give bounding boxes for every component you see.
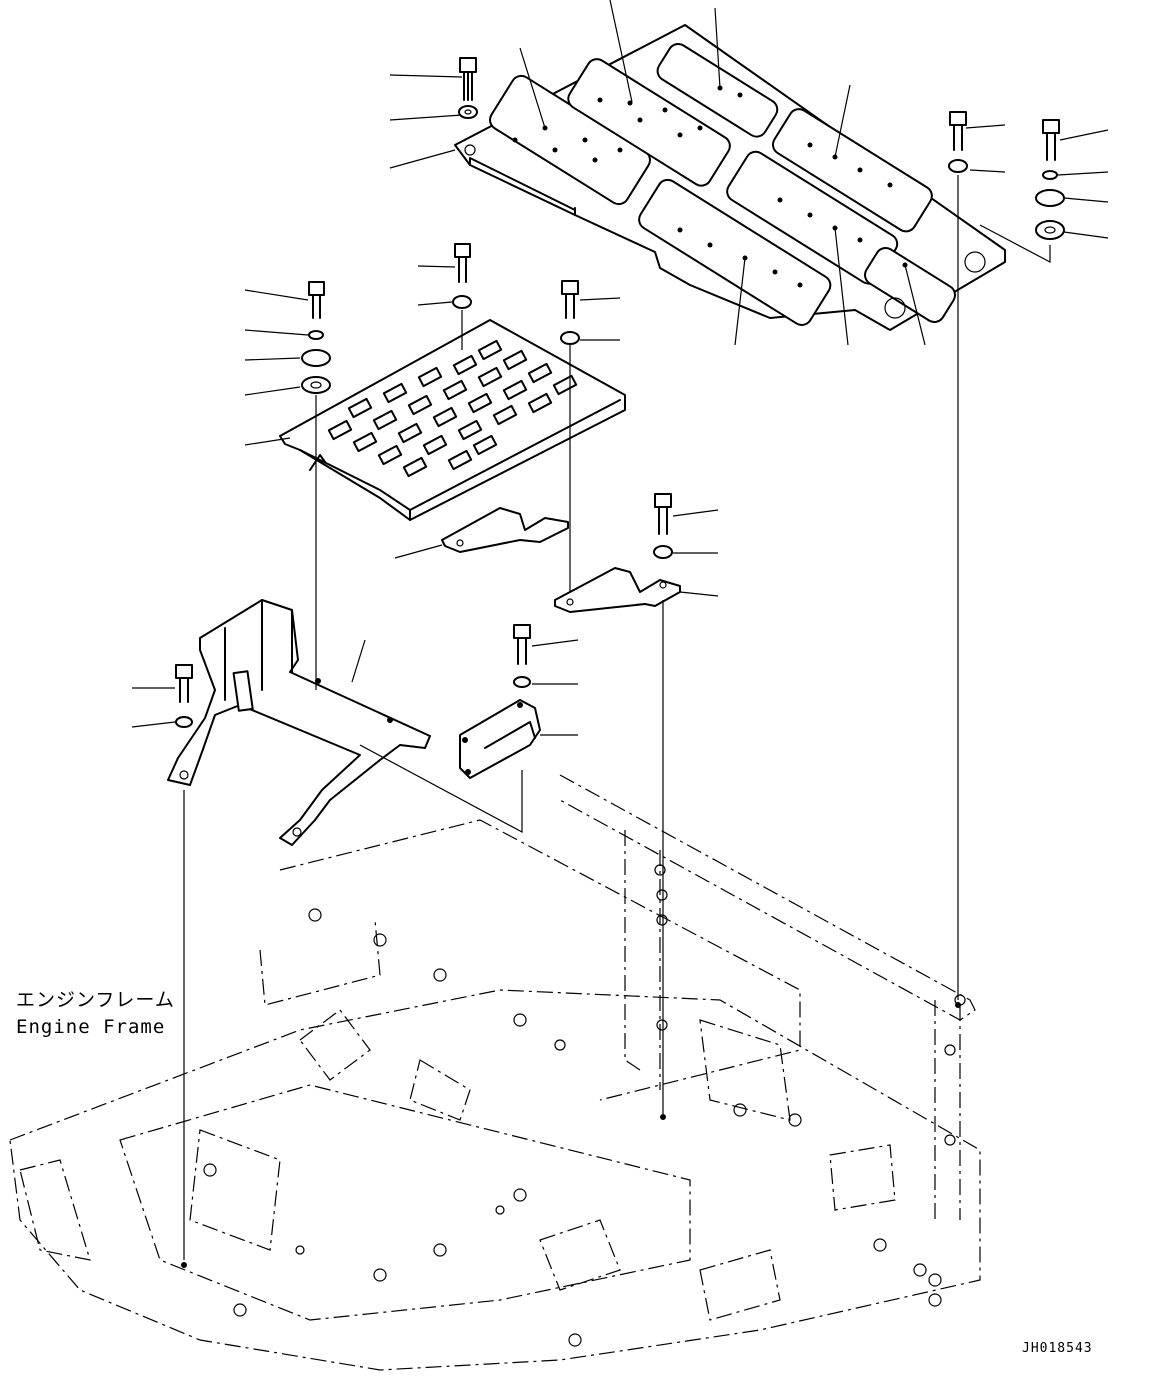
bolt-top-left bbox=[458, 57, 478, 119]
bolt-top-right-a bbox=[948, 111, 1006, 173]
grate-slots bbox=[327, 339, 578, 478]
top-floor-plate bbox=[454, 24, 1006, 331]
bolt-mid-center bbox=[417, 243, 472, 350]
bracket-stepped-left bbox=[394, 507, 569, 559]
engine-frame bbox=[9, 774, 981, 1371]
engine-frame-label-jp: エンジンフレーム bbox=[16, 989, 175, 1011]
top-plate-holes bbox=[512, 85, 908, 288]
bolt-small-bracket bbox=[513, 624, 579, 688]
bolt-mid-left bbox=[244, 281, 331, 680]
top-leader-lines bbox=[389, 0, 926, 346]
bolt-frame-left bbox=[131, 664, 193, 1260]
engine-frame-label-en: Engine Frame bbox=[16, 1016, 165, 1038]
engine-frame-bolts bbox=[181, 864, 966, 1347]
bracket-stepped-right bbox=[554, 567, 719, 613]
bolt-bracket-right bbox=[653, 493, 719, 1115]
bolt-top-right-b bbox=[979, 119, 1109, 263]
bolt-mid-right bbox=[560, 280, 621, 595]
drawing-number: JH018543 bbox=[1022, 1341, 1093, 1356]
grated-step-plate bbox=[279, 319, 626, 521]
small-mount-bracket bbox=[359, 699, 578, 834]
step-support-frame bbox=[167, 599, 431, 846]
